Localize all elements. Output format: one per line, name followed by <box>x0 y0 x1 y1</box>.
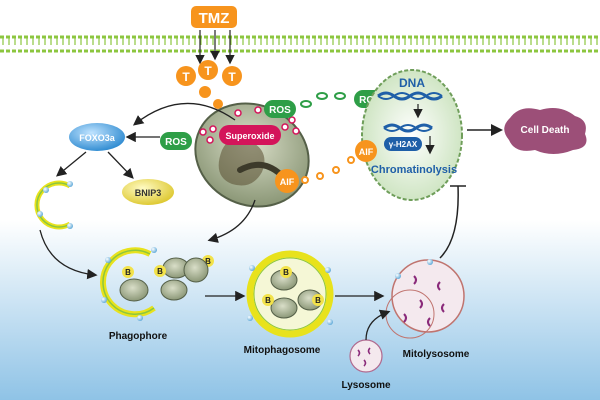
b-6: B <box>315 296 321 305</box>
arrow-foxo3a-to-bnip3 <box>107 151 134 179</box>
chromatinolysis-label: Chromatinolysis <box>371 164 457 176</box>
tmz-label: TMZ <box>199 10 230 27</box>
phagophore-initial <box>34 180 73 230</box>
inhibition-to-chromatinolysis <box>439 185 466 259</box>
ros-top: ROS <box>264 100 296 118</box>
cell-death: Cell Death <box>504 108 587 154</box>
ros-trail <box>300 92 346 108</box>
arrow-ros-loop <box>132 102 236 126</box>
superoxide-label: Superoxide <box>225 131 274 141</box>
phagophore-stage: B B B <box>99 247 214 321</box>
cell-death-label: Cell Death <box>521 125 570 136</box>
mitolysosome <box>385 259 465 339</box>
ros-left: ROS <box>160 132 192 150</box>
lysosome <box>349 339 383 373</box>
tmz-badge: TMZ <box>191 6 237 28</box>
b-3: B <box>205 257 211 266</box>
tmz-entry-arrows <box>195 30 235 65</box>
b-2: B <box>157 267 163 276</box>
superoxide-dots <box>199 106 300 144</box>
aif-nucleus-label: AIF <box>359 147 374 157</box>
t-metabolites: T T T <box>176 60 242 109</box>
cell-membrane <box>0 35 600 53</box>
dna-label: DNA <box>399 76 425 90</box>
lysosome-label: Lysosome <box>341 380 391 391</box>
foxo3a-label: FOXO3a <box>79 133 116 143</box>
mitophagosome: B B B <box>246 250 334 338</box>
mitolysosome-label: Mitolysosome <box>403 349 470 360</box>
aif-mito-label: AIF <box>280 177 295 187</box>
foxo3a: FOXO3a <box>69 123 125 151</box>
ros-left-label: ROS <box>165 137 187 148</box>
b-5: B <box>265 296 271 305</box>
nucleus: DNA γ-H2AX AIF Chromatinolysis <box>355 69 463 201</box>
arrow-mito-to-phagophore <box>207 199 256 243</box>
bnip3: BNIP3 <box>122 179 174 205</box>
ros-top-label: ROS <box>269 105 291 116</box>
bnip3-label: BNIP3 <box>135 188 162 198</box>
arrow-foxo3a-to-phagophore <box>55 151 87 177</box>
t-label-1: T <box>182 70 190 84</box>
arrow-to-phagophore <box>39 229 98 280</box>
arrow-lysosome-to-mitolysosome <box>365 309 391 341</box>
b-4: B <box>283 268 289 277</box>
aif-trail <box>301 156 355 184</box>
t-label-2: T <box>204 64 212 78</box>
gamma-h2ax-label: γ-H2AX <box>389 140 418 149</box>
t-label-3: T <box>228 70 236 84</box>
mitochondrion: Superoxide AIF <box>194 102 310 208</box>
b-1: B <box>125 268 131 277</box>
phagophore-label: Phagophore <box>109 331 168 342</box>
mitophagosome-label: Mitophagosome <box>244 345 321 356</box>
